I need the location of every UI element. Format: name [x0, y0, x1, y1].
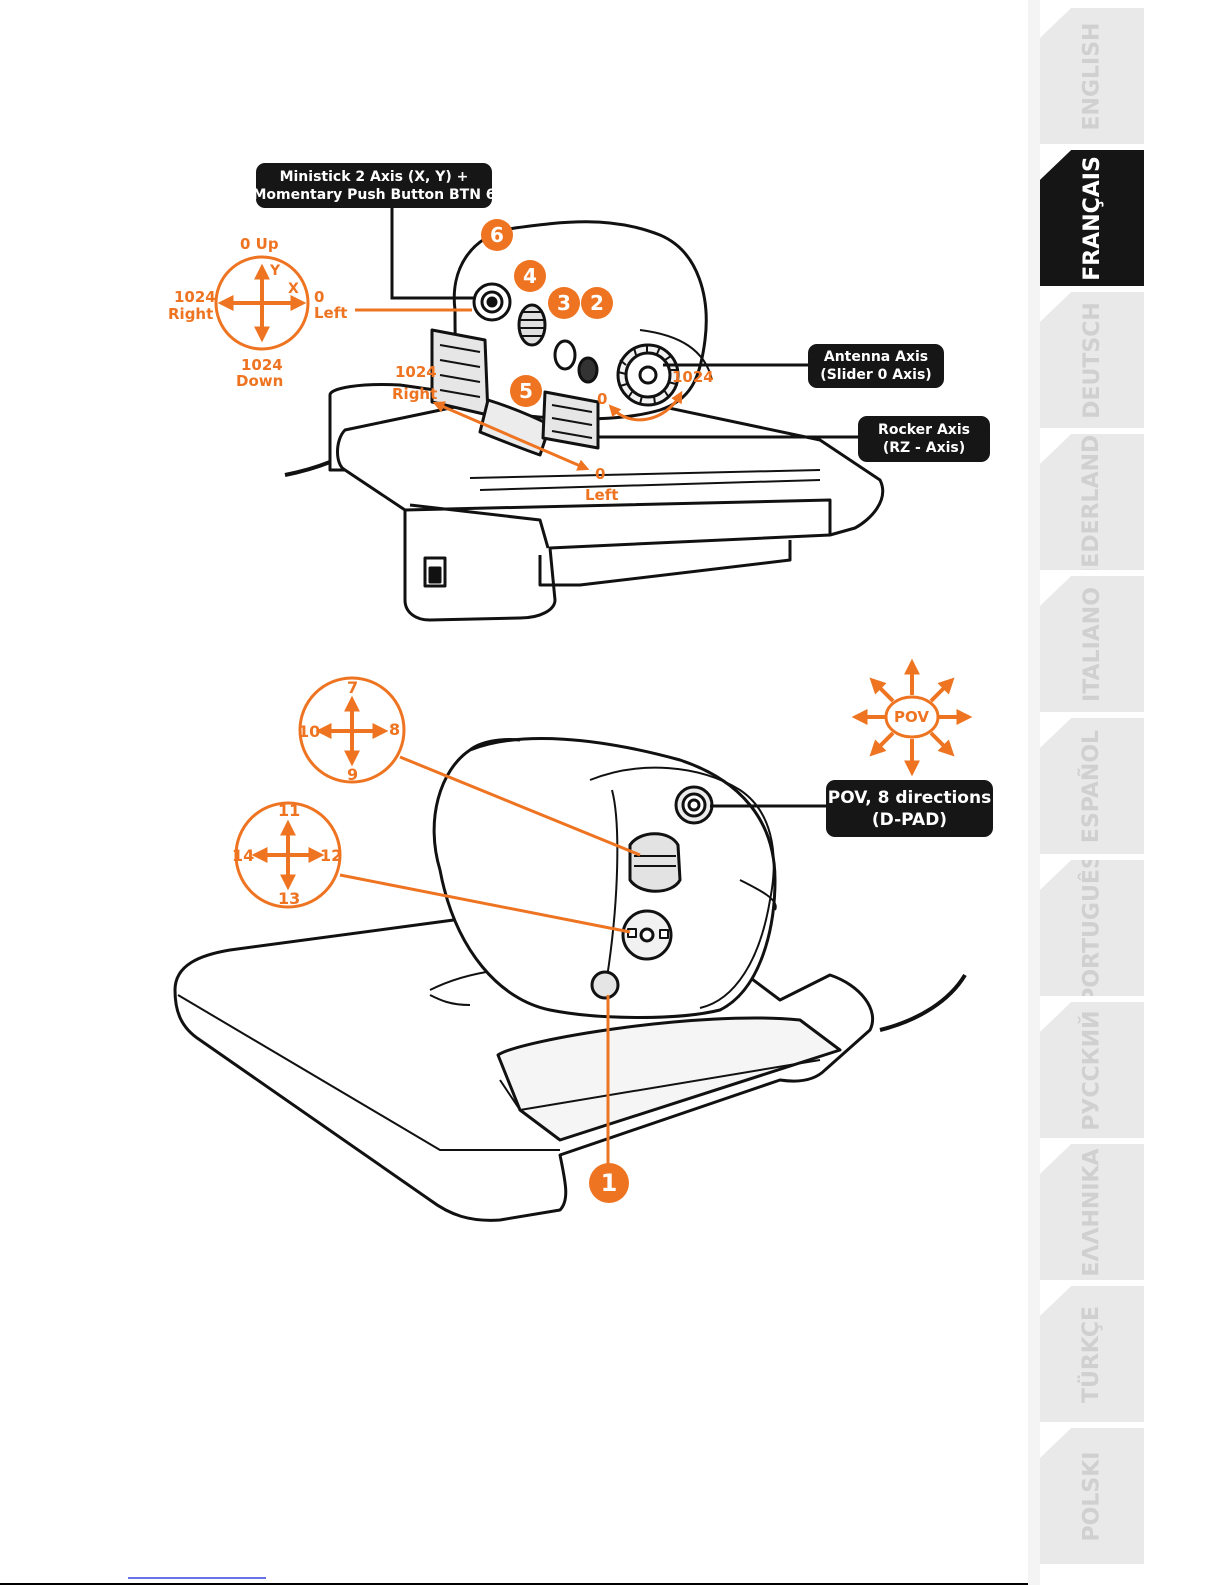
- tab-language-1[interactable]: ENGLISH: [1040, 8, 1144, 144]
- tab-language-label: TÜRKÇE: [1079, 1305, 1105, 1403]
- hat-lower-up: 11: [278, 801, 301, 820]
- throttle-top-view: [284, 220, 885, 622]
- hat-upper-down: 9: [347, 765, 359, 784]
- tab-language-5[interactable]: ITALIANO: [1040, 576, 1144, 712]
- axis-up-label: 0 Up: [240, 235, 279, 253]
- top-axis-arrows: [214, 255, 683, 471]
- badge-3: 3: [548, 287, 580, 319]
- axis-left-value: 0: [314, 288, 325, 306]
- axis-x-label: X: [288, 281, 299, 297]
- tab-language-11[interactable]: POLSKI: [1040, 1428, 1144, 1564]
- pov-callout: POV, 8 directions (D-PAD): [826, 780, 993, 837]
- tab-language-label: ΕΛΛΗΝΙΚΑ: [1079, 1147, 1105, 1277]
- rocker-left-value: 0: [595, 465, 606, 483]
- tab-language-label: PORTUGUÊS: [1079, 852, 1105, 1004]
- pov-callout-line1: POV, 8 directions: [827, 787, 992, 808]
- tab-language-label: РУССКИЙ: [1079, 1009, 1105, 1131]
- axis-left-word: Left: [314, 304, 348, 322]
- axis-down-value: 1024: [241, 356, 283, 374]
- hat-upper-up: 7: [347, 678, 359, 697]
- badge-2: 2: [581, 287, 613, 319]
- hat-upper-right: 8: [389, 720, 401, 739]
- tab-language-label: POLSKI: [1079, 1451, 1105, 1541]
- tab-language-6[interactable]: ESPAÑOL: [1040, 718, 1144, 854]
- axis-y-label: Y: [270, 263, 281, 279]
- tab-language-4[interactable]: NEDERLANDS: [1040, 434, 1144, 570]
- antenna-callout-line2: (Slider 0 Axis): [820, 367, 932, 383]
- top-leader-lines: [390, 208, 860, 439]
- tab-strip-shadow: [1028, 0, 1040, 1585]
- axis-down-word: Down: [236, 372, 284, 390]
- ministick-callout-line2: Momentary Push Button BTN 6: [252, 186, 496, 203]
- antenna-max-value: 1024: [672, 368, 714, 386]
- hat-upper-left: 10: [298, 722, 321, 741]
- badge-6: 6: [481, 219, 513, 251]
- hat-lower-down: 13: [278, 889, 301, 908]
- rocker-callout-line1: Rocker Axis: [878, 422, 970, 438]
- throttle-side-view: [173, 737, 967, 1222]
- ministick-callout: Ministick 2 Axis (X, Y) + Momentary Push…: [252, 163, 496, 208]
- tab-language-10[interactable]: TÜRKÇE: [1040, 1286, 1144, 1422]
- badge-4: 4: [514, 260, 546, 292]
- tab-language-3[interactable]: DEUTSCH: [1040, 292, 1144, 428]
- tab-language-label: ITALIANO: [1079, 586, 1105, 702]
- hat-lower-left: 14: [232, 846, 255, 865]
- tab-language-label: NEDERLANDS: [1079, 418, 1105, 586]
- tab-language-label: ESPAÑOL: [1079, 729, 1105, 843]
- pov-callout-line2: (D-PAD): [871, 809, 948, 830]
- badge-5: 5: [510, 375, 542, 407]
- rocker-right-value: 1024: [395, 363, 437, 381]
- antenna-callout: Antenna Axis (Slider 0 Axis): [808, 344, 944, 388]
- tab-language-7[interactable]: PORTUGUÊS: [1040, 860, 1144, 996]
- tab-language-label: FRANÇAIS: [1079, 155, 1105, 281]
- hat-lower-right: 12: [320, 846, 343, 865]
- badge-1: 1: [589, 1163, 629, 1203]
- axis-right-word: Right: [168, 305, 214, 323]
- ministick-callout-line1: Ministick 2 Axis (X, Y) +: [279, 168, 469, 185]
- rocker-left-word: Left: [585, 486, 619, 504]
- tab-language-2[interactable]: FRANÇAIS: [1040, 150, 1144, 286]
- pov-label: POV: [894, 708, 929, 726]
- bottom-axis-arrows: [234, 658, 973, 1165]
- rocker-callout: Rocker Axis (RZ - Axis): [858, 416, 990, 462]
- tab-language-8[interactable]: РУССКИЙ: [1040, 1002, 1144, 1138]
- rocker-callout-line2: (RZ - Axis): [882, 440, 966, 456]
- tab-language-label: DEUTSCH: [1079, 301, 1105, 419]
- antenna-callout-line1: Antenna Axis: [823, 349, 929, 365]
- tab-language-label: ENGLISH: [1079, 22, 1105, 130]
- tab-language-9[interactable]: ΕΛΛΗΝΙΚΑ: [1040, 1144, 1144, 1280]
- rocker-right-word: Right: [392, 385, 438, 403]
- axis-right-value: 1024: [174, 288, 216, 306]
- antenna-min-value: 0: [597, 390, 608, 408]
